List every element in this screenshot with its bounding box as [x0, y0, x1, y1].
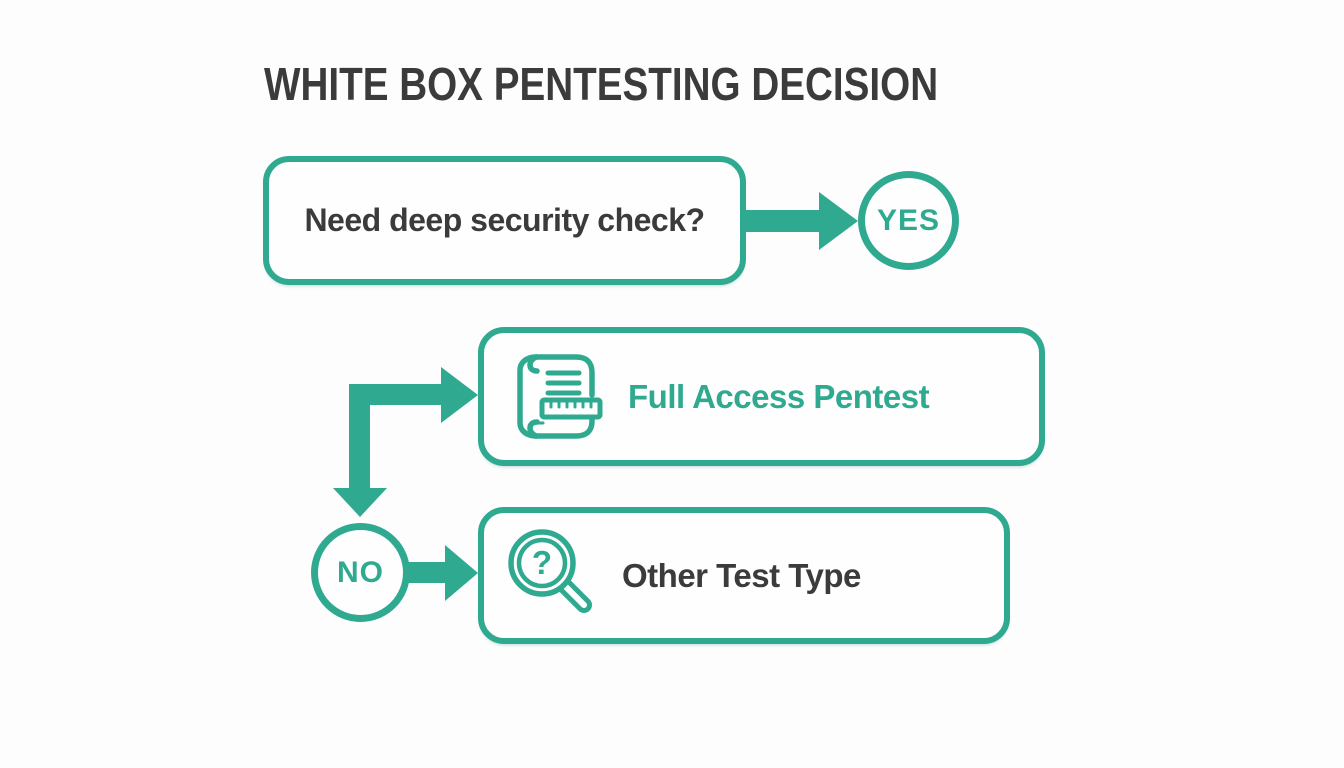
arrow-yes-shaft — [744, 210, 822, 232]
arrow-elbow-horizontal-head — [441, 367, 478, 423]
no-label: NO — [337, 555, 384, 589]
question-mark-glyph: ? — [532, 544, 552, 581]
magnifier-question-icon: ? — [498, 521, 604, 631]
node-no-circle: NO — [311, 523, 410, 622]
node-yes-circle: YES — [858, 171, 959, 270]
full-access-pentest-label: Full Access Pentest — [628, 377, 930, 415]
node-full-access-pentest-box: Full Access Pentest — [478, 327, 1045, 466]
node-other-test-type-box: ? Other Test Type — [478, 507, 1010, 644]
arrow-no-shaft — [406, 562, 448, 583]
arrow-elbow-vertical-head — [333, 488, 387, 517]
other-test-type-label: Other Test Type — [622, 556, 861, 594]
arrow-no-head — [445, 545, 478, 601]
arrow-yes-head — [819, 192, 858, 250]
scroll-ruler-icon — [506, 343, 606, 451]
yes-label: YES — [876, 203, 941, 237]
node-question-box: Need deep security check? — [263, 156, 746, 285]
arrow-elbow-vertical-shaft — [349, 384, 370, 489]
question-label: Need deep security check? — [304, 202, 705, 238]
arrow-elbow-horizontal-shaft — [349, 384, 444, 405]
page-title: WHITE BOX PENTESTING DECISION — [264, 58, 939, 110]
